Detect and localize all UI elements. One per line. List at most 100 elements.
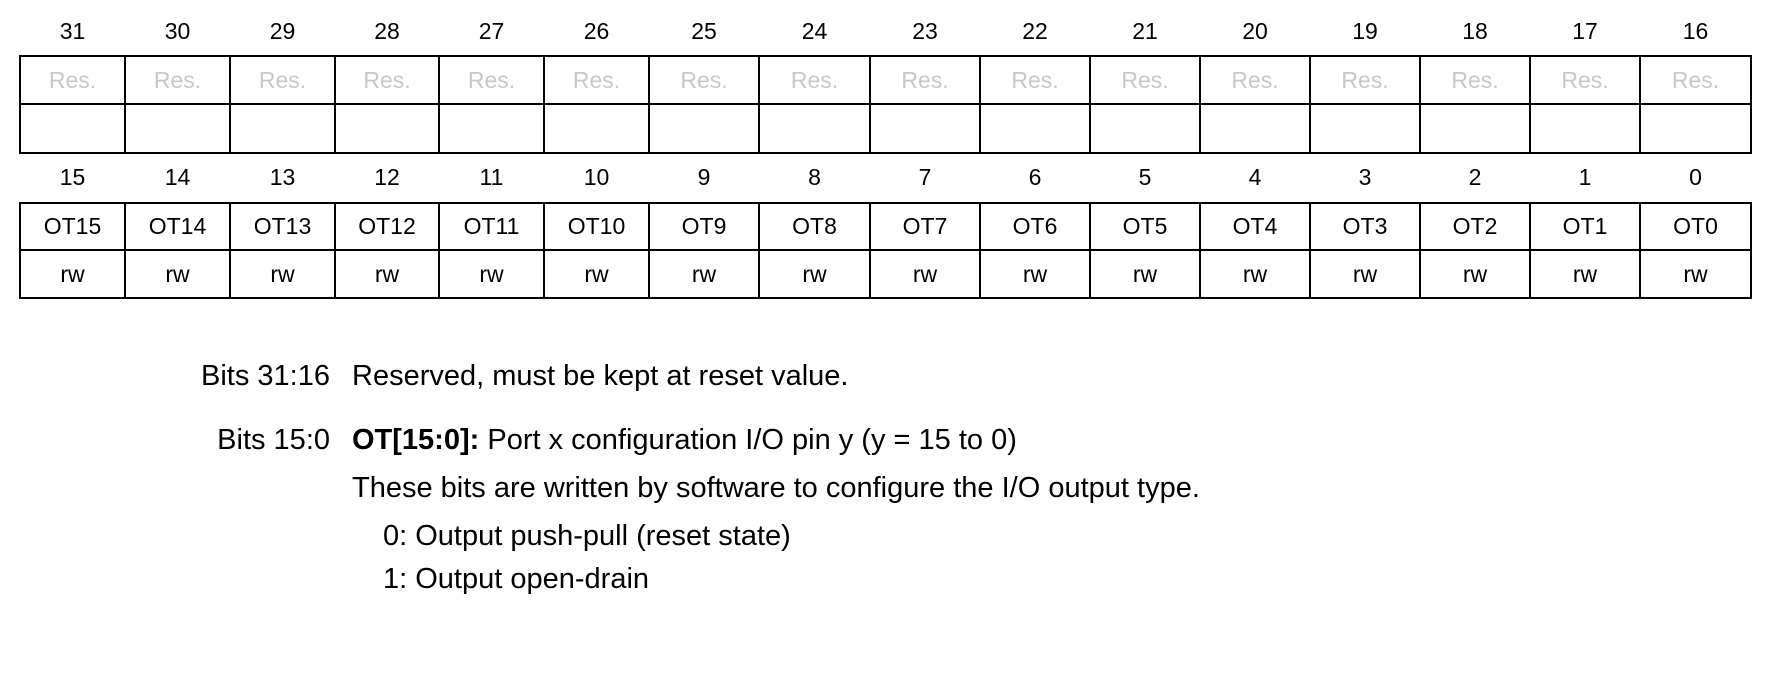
access-cell: rw [1242, 260, 1268, 287]
access-cell [1200, 104, 1310, 153]
field-cell: Res. [48, 66, 97, 93]
grid-line [20, 249, 1751, 251]
bit-number: 3 [1358, 164, 1372, 190]
field-cell: Res. [1341, 66, 1389, 93]
access-cell [20, 104, 125, 153]
bit-number: 18 [1462, 18, 1488, 44]
access-cell [125, 104, 230, 153]
access-cell [980, 104, 1090, 153]
bit-number: 15 [59, 164, 86, 190]
access-cell [439, 104, 544, 153]
grid-line [229, 55, 231, 154]
field-cell: Res. [1011, 66, 1059, 93]
grid-line [1639, 55, 1641, 154]
grid-line [1639, 202, 1641, 299]
field-cell: Res. [1561, 66, 1609, 93]
grid-line [979, 55, 981, 154]
field-cell: OT9 [681, 213, 727, 239]
grid-line [543, 55, 545, 154]
bit-number: 22 [1022, 18, 1048, 44]
field-cell: Res. [680, 66, 728, 93]
grid-line [334, 202, 336, 299]
grid-line [19, 202, 21, 299]
bit-number: 20 [1242, 18, 1268, 44]
grid-line [1089, 55, 1091, 154]
bit-number: 21 [1132, 18, 1158, 44]
field-cell: OT8 [792, 213, 837, 239]
access-cell [1640, 104, 1751, 153]
bit-number: 0 [1689, 164, 1702, 190]
ot-field-name: OT[15:0]: [352, 424, 480, 456]
access-cell [544, 104, 649, 153]
reserved-text: Reserved, must be kept at reset value. [352, 360, 849, 392]
grid-line [20, 202, 1751, 204]
field-cell: OT3 [1342, 213, 1388, 239]
grid-line [1309, 202, 1311, 299]
grid-line [20, 297, 1751, 299]
field-cell: Res. [901, 66, 949, 93]
access-cell: rw [1572, 260, 1598, 287]
bit-number: 29 [269, 18, 296, 44]
bit-number: 27 [478, 18, 505, 44]
field-cell: Res. [258, 66, 307, 93]
access-cell [1530, 104, 1640, 153]
bit-number: 13 [269, 164, 296, 190]
grid-line [758, 202, 760, 299]
field-cell: Res. [153, 66, 202, 93]
field-cell: OT10 [567, 213, 626, 239]
grid-line [1199, 55, 1201, 154]
bit-number: 23 [912, 18, 938, 44]
bit-number: 12 [374, 164, 400, 190]
bit-number: 8 [808, 164, 821, 190]
bit-number: 11 [479, 164, 504, 190]
grid-line [648, 55, 650, 154]
grid-line [1529, 55, 1531, 154]
bit-number: 10 [583, 164, 610, 190]
bits-label-15-0: Bits 15:0 [217, 424, 330, 456]
field-cell: Res. [1671, 66, 1720, 93]
access-cell [649, 104, 759, 153]
access-cell [870, 104, 980, 153]
bit-number: 9 [697, 164, 711, 190]
access-cell: rw [1462, 260, 1488, 287]
bit-number: 16 [1682, 18, 1709, 44]
field-cell: OT14 [148, 213, 207, 239]
field-cell: OT4 [1232, 213, 1278, 239]
field-cell: Res. [790, 66, 839, 93]
field-cell: Res. [363, 66, 411, 93]
access-cell: rw [912, 260, 938, 287]
field-cell: Res. [572, 66, 621, 93]
bits-label-31-16: Bits 31:16 [201, 360, 330, 392]
bit-number: 14 [164, 164, 191, 190]
grid-line [438, 202, 440, 299]
field-cell: OT2 [1452, 213, 1498, 239]
bit-number: 28 [374, 18, 400, 44]
grid-line [1419, 202, 1421, 299]
field-cell: OT15 [43, 213, 102, 239]
field-cell: Res. [1451, 66, 1499, 93]
bit-number: 7 [918, 164, 932, 190]
ot-detail: These bits are written by software to co… [352, 472, 1200, 504]
field-cell: OT12 [358, 213, 416, 239]
grid-line [124, 55, 126, 154]
grid-line [1750, 202, 1752, 299]
field-cell: OT0 [1673, 213, 1718, 239]
access-cell: rw [1022, 260, 1048, 287]
bit-number: 17 [1572, 18, 1598, 44]
field-cell: OT11 [463, 213, 520, 239]
field-cell: Res. [467, 66, 516, 93]
access-cell: rw [60, 260, 85, 287]
bit-number: 5 [1138, 164, 1152, 190]
grid-line [1529, 202, 1531, 299]
grid-line [438, 55, 440, 154]
access-cell: rw [165, 260, 190, 287]
grid-line [869, 55, 871, 154]
bit-number: 6 [1028, 164, 1042, 190]
access-cell [335, 104, 439, 153]
grid-line [20, 152, 1751, 154]
field-cell: Res. [1231, 66, 1279, 93]
field-cell: OT5 [1122, 213, 1168, 239]
access-cell [1090, 104, 1200, 153]
grid-line [124, 202, 126, 299]
